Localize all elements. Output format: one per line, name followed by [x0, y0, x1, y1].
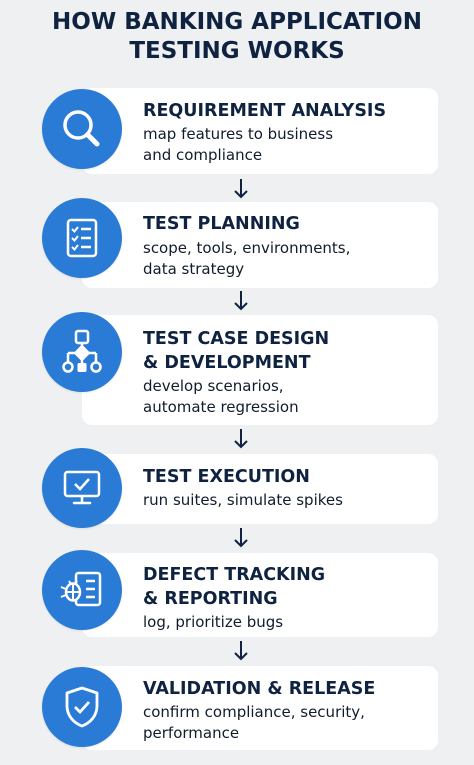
- step-desc-validation-release: confirm compliance, security, performanc…: [143, 702, 433, 744]
- step-desc-line: develop scenarios,: [143, 377, 284, 395]
- down-arrow-icon: [234, 528, 248, 548]
- magnifier-icon: [63, 110, 100, 147]
- step-desc-line: confirm compliance, security,: [143, 703, 365, 721]
- step-card-requirement-analysis: [82, 88, 438, 174]
- step-icon-circle-test-planning: [42, 198, 122, 278]
- step-title-line: TEST PLANNING: [143, 214, 300, 234]
- step-title-line: DEFECT TRACKING: [143, 565, 326, 585]
- step-card-defect-tracking: [82, 553, 438, 637]
- step-icon-circle-defect-tracking: [42, 550, 122, 630]
- step-title-line: TEST EXECUTION: [143, 467, 310, 487]
- down-arrow-icon: [234, 641, 248, 661]
- step-desc-test-planning: scope, tools, environments, data strateg…: [143, 238, 433, 280]
- step-icon-circle-test-case-design: [42, 312, 122, 392]
- step-icon-circle-validation-release: [42, 667, 122, 747]
- step-desc-line: and compliance: [143, 146, 263, 164]
- down-arrow-icon: [234, 429, 248, 449]
- step-title-defect-tracking: DEFECT TRACKING & REPORTING: [143, 563, 443, 611]
- step-card-test-planning: [82, 202, 438, 288]
- step-title-line: & DEVELOPMENT: [143, 353, 311, 373]
- step-desc-line: run suites, simulate spikes: [143, 491, 343, 509]
- page-title: HOW BANKING APPLICATION TESTING WORKS: [0, 8, 474, 66]
- step-title-test-case-design: TEST CASE DESIGN & DEVELOPMENT: [143, 327, 443, 375]
- down-arrow-icon: [234, 179, 248, 199]
- step-icon-circle-requirement-analysis: [42, 89, 122, 169]
- step-desc-line: scope, tools, environments,: [143, 239, 351, 257]
- step-icon-circle-test-execution: [42, 448, 122, 528]
- step-desc-line: automate regression: [143, 398, 299, 416]
- step-desc-line: log, prioritize bugs: [143, 613, 284, 631]
- bug-report-icon: [60, 571, 102, 607]
- step-title-test-execution: TEST EXECUTION: [143, 465, 443, 489]
- step-title-line: & REPORTING: [143, 589, 278, 609]
- step-desc-test-case-design: develop scenarios, automate regression: [143, 376, 433, 418]
- checklist-icon: [66, 218, 98, 258]
- step-desc-defect-tracking: log, prioritize bugs: [143, 612, 433, 633]
- monitor-check-icon: [63, 470, 101, 505]
- step-title-validation-release: VALIDATION & RELEASE: [143, 677, 443, 701]
- step-title-test-planning: TEST PLANNING: [143, 212, 443, 236]
- step-title-line: REQUIREMENT ANALYSIS: [143, 101, 387, 121]
- step-desc-line: data strategy: [143, 260, 245, 278]
- step-desc-test-execution: run suites, simulate spikes: [143, 490, 433, 511]
- down-arrow-icon: [234, 291, 248, 311]
- step-desc-requirement-analysis: map features to business and compliance: [143, 124, 433, 166]
- step-card-validation-release: [82, 666, 438, 750]
- step-card-test-execution: [82, 454, 438, 524]
- step-desc-line: map features to business: [143, 125, 334, 143]
- step-card-test-case-design: [82, 315, 438, 425]
- shield-check-icon: [65, 686, 99, 728]
- step-title-requirement-analysis: REQUIREMENT ANALYSIS: [143, 99, 443, 123]
- step-title-line: TEST CASE DESIGN: [143, 329, 330, 349]
- page-title-line-2: TESTING WORKS: [129, 38, 345, 64]
- step-title-line: VALIDATION & RELEASE: [143, 679, 376, 699]
- page-title-line-1: HOW BANKING APPLICATION: [52, 9, 422, 35]
- flowchart-icon: [62, 329, 102, 373]
- step-desc-line: performance: [143, 724, 240, 742]
